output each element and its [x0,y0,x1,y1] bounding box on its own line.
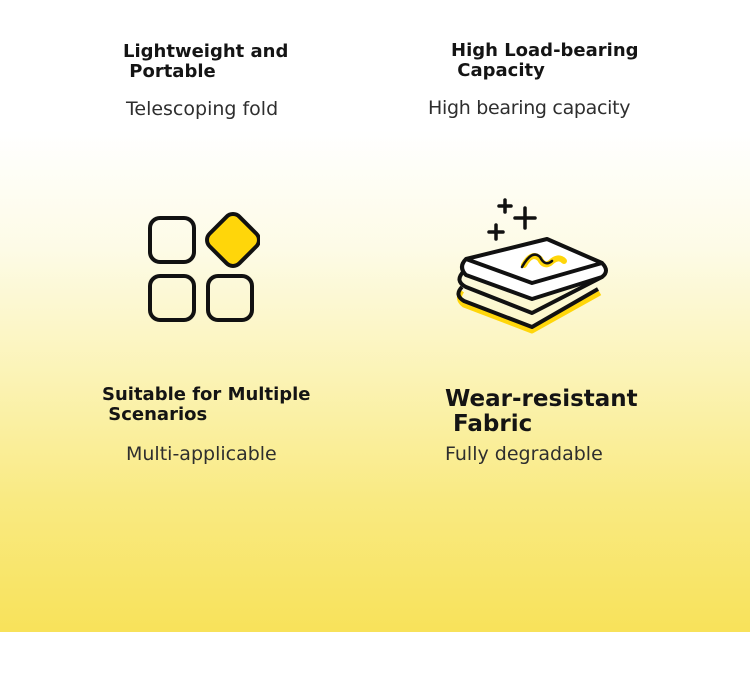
feature-description: High bearing capacity [428,97,631,119]
feature-title: Suitable for Multiple Scenarios [102,384,311,425]
feature-title: Wear-resistant Fabric [445,386,638,438]
feature-description: Telescoping fold [126,98,279,120]
feature-title: High Load-bearing Capacity [451,40,639,81]
feature-description: Multi-applicable [126,443,277,465]
folded-fabric-icon [456,198,608,334]
feature-title: Lightweight and Portable [123,41,289,82]
yellow-gradient-background [0,0,750,632]
feature-description: Fully degradable [445,443,603,465]
app-grid-icon [148,212,260,322]
sparkle-icon [487,198,537,241]
